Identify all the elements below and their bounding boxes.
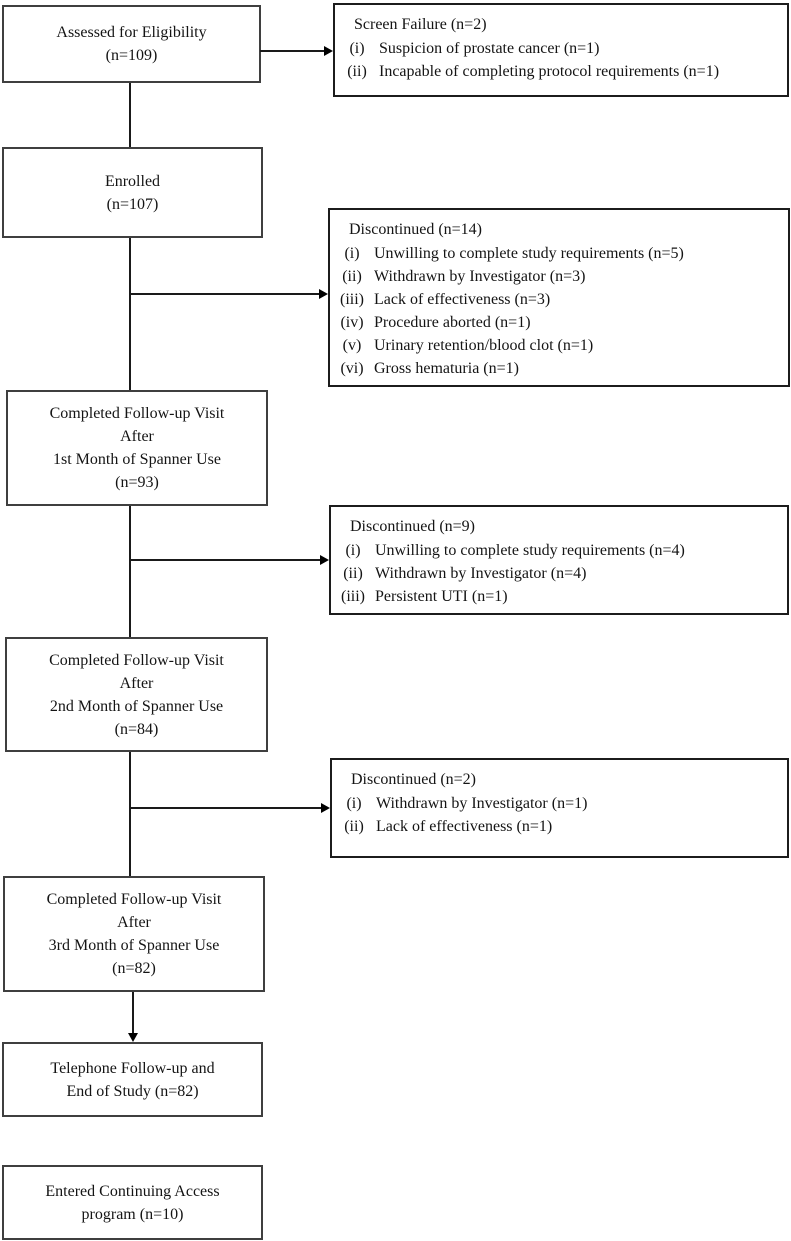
connector-month2-to-month3 <box>129 752 131 876</box>
item-numeral: (v) <box>342 337 362 354</box>
item-numeral: (ii) <box>347 63 367 80</box>
reason-item: (ii) Withdrawn by Investigator (n=3) <box>330 265 782 288</box>
connector-assessed-to-enrolled <box>129 83 131 147</box>
box-text-line: (n=107) <box>106 195 159 213</box>
reason-item: (ii) Withdrawn by Investigator (n=4) <box>331 562 781 585</box>
box-text-line: (n=84) <box>114 720 159 738</box>
box-text-line: program (n=10) <box>81 1205 184 1223</box>
item-numeral: (iv) <box>340 314 364 331</box>
month-1-followup-box: Completed Follow-up Visit After 1st Mont… <box>6 390 268 506</box>
discontinued-n9-box: Discontinued (n=9) (i) Unwilling to comp… <box>329 505 789 615</box>
connector-enrolled-to-month1 <box>129 238 131 390</box>
item-numeral: (ii) <box>342 268 362 285</box>
box-text-line: After <box>120 428 154 445</box>
box-text-line: Entered Continuing Access <box>45 1182 220 1200</box>
reason-item: (vi) Gross hematuria (n=1) <box>330 357 782 380</box>
item-text: Withdrawn by Investigator (n=4) <box>375 565 587 582</box>
box-text-line: After <box>117 914 151 931</box>
arrow-to-discontinued-n14 <box>129 293 319 295</box>
arrowhead-right-icon <box>320 555 329 565</box>
box-text-line: (n=82) <box>112 960 156 977</box>
telephone-end-of-study-box: Telephone Follow-up and End of Study (n=… <box>2 1042 263 1117</box>
item-numeral: (iii) <box>340 291 364 308</box>
item-text: Lack of effectiveness (n=1) <box>376 818 553 835</box>
reason-item: (i) Suspicion of prostate cancer (n=1) <box>335 37 781 60</box>
item-numeral: (ii) <box>343 565 363 582</box>
box-text-line: 1st Month of Spanner Use <box>53 451 221 468</box>
box-text-line: Completed Follow-up Visit <box>49 651 224 669</box>
box-text-line: (n=93) <box>115 474 159 491</box>
item-text: Persistent UTI (n=1) <box>375 588 508 605</box>
reason-item: (iii) Persistent UTI (n=1) <box>331 585 781 608</box>
arrow-to-discontinued-n9 <box>129 559 320 561</box>
reason-item: (iv) Procedure aborted (n=1) <box>330 311 782 334</box>
item-text: Procedure aborted (n=1) <box>374 314 531 331</box>
item-text: Withdrawn by Investigator (n=1) <box>376 795 588 812</box>
item-text: Lack of effectiveness (n=3) <box>374 291 551 308</box>
box-text-line: Assessed for Eligibility <box>56 24 207 41</box>
item-numeral: (i) <box>349 40 365 57</box>
box-text-line: 2nd Month of Spanner Use <box>49 697 224 715</box>
arrowhead-right-icon <box>321 803 330 813</box>
box-text-line: End of Study (n=82) <box>66 1082 199 1100</box>
arrow-to-discontinued-n2 <box>129 807 321 809</box>
side-box-title: Discontinued (n=9) <box>350 518 475 535</box>
item-text: Incapable of completing protocol require… <box>379 63 720 80</box>
reason-item: (ii) Incapable of completing protocol re… <box>335 60 781 83</box>
arrowhead-down-icon <box>128 1033 138 1042</box>
month-2-followup-box: Completed Follow-up Visit After 2nd Mont… <box>5 637 268 752</box>
reason-item: (ii) Lack of effectiveness (n=1) <box>332 815 781 838</box>
assessed-eligibility-box: Assessed for Eligibility (n=109) <box>2 5 261 83</box>
item-numeral: (i) <box>344 245 360 262</box>
reason-item: (i) Withdrawn by Investigator (n=1) <box>332 792 781 815</box>
item-text: Unwilling to complete study requirements… <box>375 542 685 559</box>
screen-failure-box: Screen Failure (n=2) (i) Suspicion of pr… <box>333 3 789 97</box>
item-numeral: (vi) <box>340 360 364 377</box>
item-text: Suspicion of prostate cancer (n=1) <box>379 40 600 57</box>
side-box-title: Discontinued (n=2) <box>351 771 476 788</box>
box-text-line: (n=109) <box>105 47 158 64</box>
arrowhead-right-icon <box>324 46 333 56</box>
side-box-title: Screen Failure (n=2) <box>354 16 487 33</box>
side-box-title: Discontinued (n=14) <box>349 221 482 238</box>
box-text-line: Completed Follow-up Visit <box>49 405 225 422</box>
item-text: Gross hematuria (n=1) <box>374 360 519 377</box>
item-text: Urinary retention/blood clot (n=1) <box>374 337 594 354</box>
month-3-followup-box: Completed Follow-up Visit After 3rd Mont… <box>3 876 265 992</box>
arrowhead-right-icon <box>319 289 328 299</box>
item-numeral: (ii) <box>344 818 364 835</box>
enrolled-box: Enrolled (n=107) <box>2 147 263 238</box>
reason-item: (i) Unwilling to complete study requirem… <box>330 242 782 265</box>
item-text: Unwilling to complete study requirements… <box>374 245 684 262</box>
arrow-to-screen-failure <box>260 50 324 52</box>
reason-item: (v) Urinary retention/blood clot (n=1) <box>330 334 782 357</box>
connector-month3-to-telephone <box>132 992 134 1033</box>
item-text: Withdrawn by Investigator (n=3) <box>374 268 586 285</box>
discontinued-n14-box: Discontinued (n=14) (i) Unwilling to com… <box>328 208 790 387</box>
connector-month1-to-month2 <box>129 506 131 637</box>
box-text-line: Telephone Follow-up and <box>50 1059 215 1077</box>
box-text-line: Enrolled <box>104 172 161 190</box>
box-text-line: Completed Follow-up Visit <box>46 891 222 908</box>
box-text-line: 3rd Month of Spanner Use <box>48 937 220 954</box>
item-numeral: (i) <box>346 795 362 812</box>
continuing-access-box: Entered Continuing Access program (n=10) <box>2 1165 263 1240</box>
item-numeral: (iii) <box>341 588 365 605</box>
reason-item: (iii) Lack of effectiveness (n=3) <box>330 288 782 311</box>
box-text-line: After <box>119 674 154 692</box>
discontinued-n2-box: Discontinued (n=2) (i) Withdrawn by Inve… <box>330 758 789 858</box>
item-numeral: (i) <box>345 542 361 559</box>
reason-item: (i) Unwilling to complete study requirem… <box>331 539 781 562</box>
